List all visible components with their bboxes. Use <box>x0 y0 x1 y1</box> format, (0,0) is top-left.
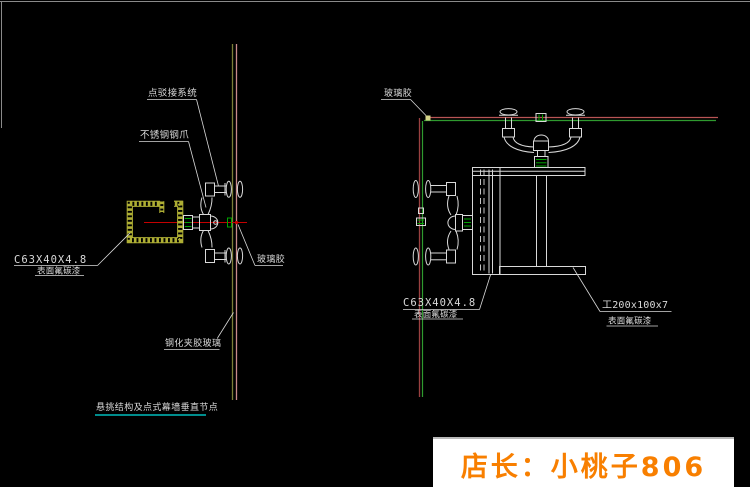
detail-title: 悬挑结构及点式幕墙垂直节点 <box>96 401 218 413</box>
label-beam-spec: 工200x100x7 <box>602 300 668 311</box>
corner-point <box>425 115 431 121</box>
label-channel-finish-right: 表面氟碳漆 <box>414 309 458 320</box>
top-spider-fitting <box>499 109 585 168</box>
label-channel-spec-left: C63X40X4.8 <box>14 254 87 266</box>
label-point-system: 点驳接系统 <box>148 87 197 99</box>
label-steel-claw: 不锈钢钢爪 <box>140 129 189 141</box>
glass-fix-point <box>234 220 239 225</box>
side-spider-fitting <box>413 181 472 266</box>
canvas-border <box>0 2 750 129</box>
right-annotations: 玻璃胶 C63X40X4.8 表面氟碳漆 工200x100x7 表面氟碳漆 <box>381 87 672 327</box>
label-sealant-right: 玻璃胶 <box>384 87 412 99</box>
shop-watermark: 店长：小桃子806 <box>433 437 734 487</box>
shop-watermark-text: 店长：小桃子806 <box>460 451 707 483</box>
label-glass: 钢化夹胶玻璃 <box>165 337 221 349</box>
spider-fitting <box>200 181 243 264</box>
label-beam-finish: 表面氟碳漆 <box>608 316 652 327</box>
label-channel-finish-left: 表面氟碳漆 <box>37 266 81 277</box>
bolt-bottom <box>206 248 243 264</box>
left-detail-drawing: 点驳接系统 不锈钢钢爪 玻璃胶 C63X40X4.8 表面氟碳漆 钢化夹胶玻璃 … <box>14 44 285 415</box>
bolt-top <box>206 181 243 197</box>
column-assembly <box>473 168 586 275</box>
left-annotations: 点驳接系统 不锈钢钢爪 玻璃胶 C63X40X4.8 表面氟碳漆 钢化夹胶玻璃 … <box>14 87 285 415</box>
glass-corner <box>420 114 719 398</box>
connector-block <box>184 216 200 230</box>
c-channel <box>473 168 501 275</box>
c-channel-section <box>127 198 183 243</box>
label-sealant-left: 玻璃胶 <box>257 253 285 265</box>
right-detail-drawing: 玻璃胶 C63X40X4.8 表面氟碳漆 工200x100x7 表面氟碳漆 <box>381 87 718 397</box>
label-channel-spec-right: C63X40X4.8 <box>403 297 476 309</box>
i-beam <box>500 176 586 275</box>
